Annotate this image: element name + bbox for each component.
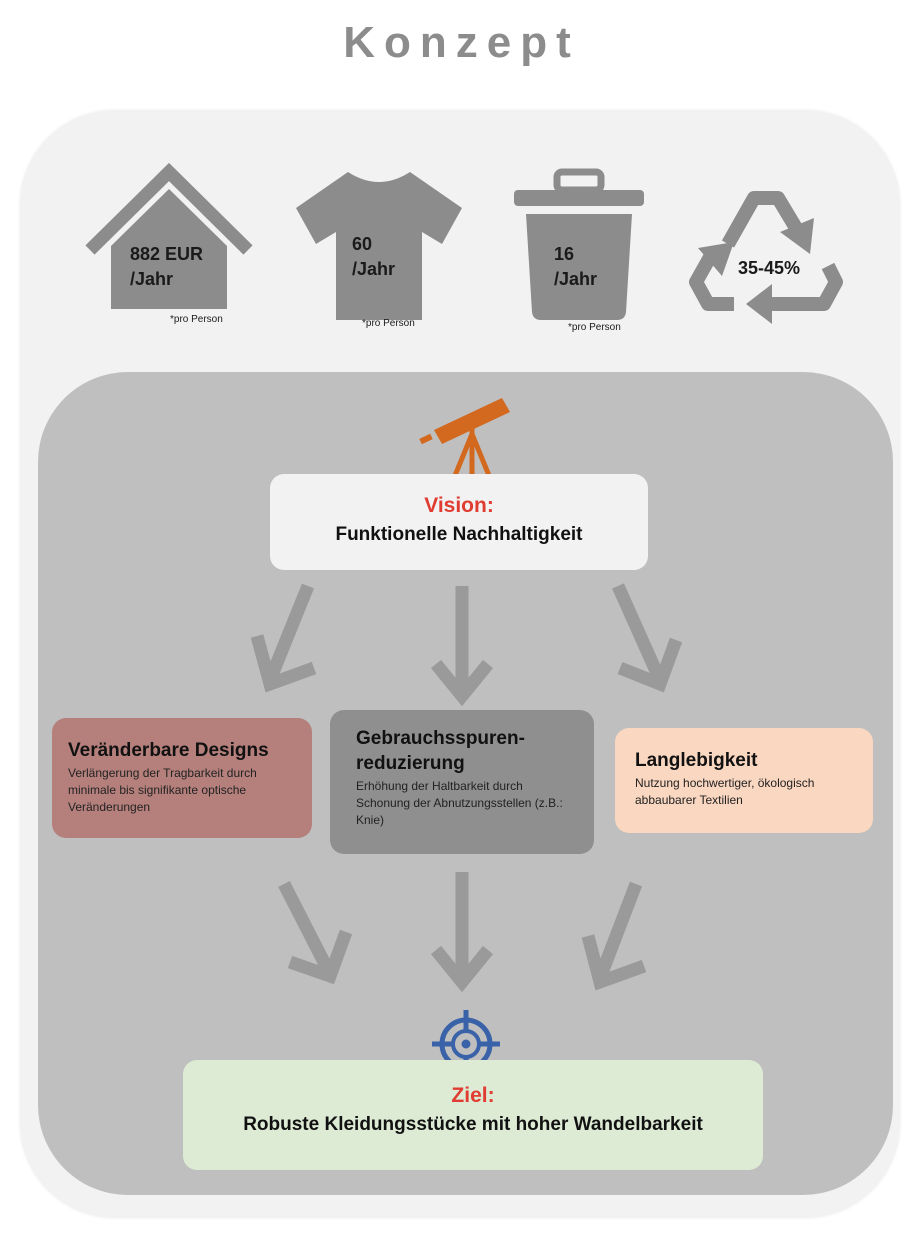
stat-value-recycling: 35-45% xyxy=(738,258,801,278)
target-icon xyxy=(432,1010,500,1078)
goal-text: Robuste Kleidungsstücke mit hoher Wandel… xyxy=(243,1114,703,1135)
goal-label: Ziel: xyxy=(451,1084,495,1107)
vision-box: Vision: Funktionelle Nachhaltigkeit xyxy=(270,474,648,570)
house-icon xyxy=(85,162,253,309)
pillar-wear-reduction: Gebrauchsspuren- reduzierung Erhöhung de… xyxy=(330,710,594,854)
vision-label: Vision: xyxy=(424,494,494,517)
pillar-longevity: Langlebigkeit Nutzung hochwertiger, ökol… xyxy=(615,728,873,833)
stat-value-waste: 16 /Jahr xyxy=(554,244,598,289)
goal-box: Ziel: Robuste Kleidungsstücke mit hoher … xyxy=(183,1060,763,1170)
tshirt-icon xyxy=(296,172,462,320)
stat-value-cost: 882 EUR /Jahr xyxy=(130,244,204,289)
pillar-designs-heading: Veränderbare Designs xyxy=(68,740,269,761)
stat-note-clothing: *pro Person xyxy=(362,318,415,329)
arrow-down-right-bottom xyxy=(581,881,647,991)
pillar-longevity-heading: Langlebigkeit xyxy=(635,750,758,771)
pillar-designs: Veränderbare Designs Verlängerung der Tr… xyxy=(52,718,312,838)
page-title: Konzept xyxy=(343,18,580,67)
pillar-wear-text: Erhöhung der Haltbarkeit durch Schonung … xyxy=(356,779,563,827)
stat-note-cost: *pro Person xyxy=(170,314,223,325)
pillar-wear-heading-line2: reduzierung xyxy=(356,753,465,774)
arrow-down-center-bottom xyxy=(430,872,494,993)
arrow-down-center-top xyxy=(430,586,494,707)
pillar-wear-heading-line1: Gebrauchsspuren- xyxy=(356,728,525,749)
recycle-icon xyxy=(689,191,843,324)
vision-text: Funktionelle Nachhaltigkeit xyxy=(335,524,583,545)
arrow-down-left-top xyxy=(250,583,317,693)
arrow-down-right-top xyxy=(612,583,683,693)
pillar-designs-text: Verlängerung der Tragbarkeit durch minim… xyxy=(68,766,257,814)
arrow-down-left-bottom xyxy=(278,881,353,985)
telescope-icon xyxy=(419,398,510,481)
pillar-longevity-text: Nutzung hochwertiger, ökologisch abbauba… xyxy=(635,776,815,807)
stat-note-waste: *pro Person xyxy=(568,322,621,333)
trash-can-icon xyxy=(514,168,644,320)
stat-value-clothing: 60 /Jahr xyxy=(352,234,396,279)
